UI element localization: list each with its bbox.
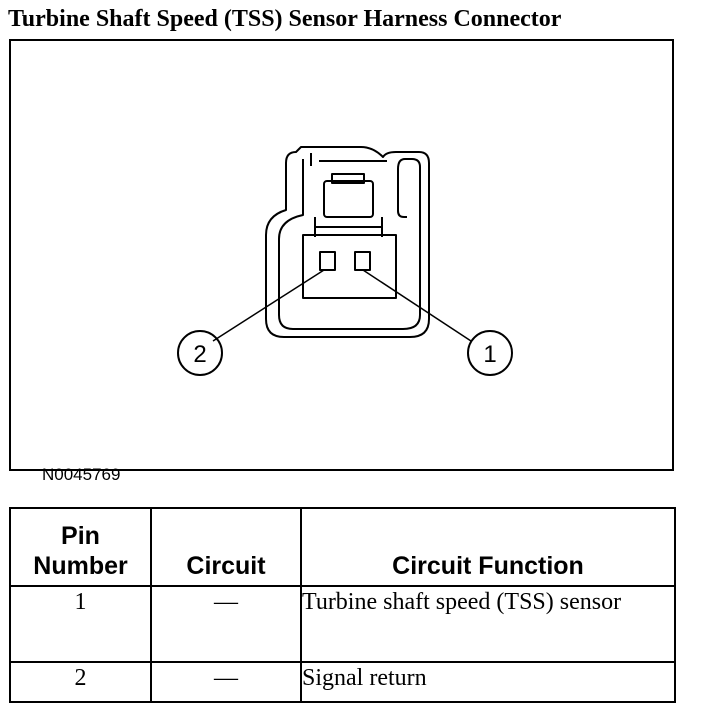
pin-2-callout-label: 2 bbox=[193, 341, 206, 368]
header-pin-number: Pin Number bbox=[9, 507, 152, 587]
connector-inner-shell bbox=[278, 158, 421, 330]
pin-1-callout-label: 1 bbox=[483, 341, 496, 368]
header-circuit-function: Circuit Function bbox=[300, 507, 676, 587]
pin-table-header: Pin Number Circuit Circuit Function bbox=[9, 507, 676, 587]
circuit-function-cell: Signal return bbox=[300, 661, 676, 703]
pin-1-terminal bbox=[354, 251, 371, 271]
pin-2-terminal bbox=[319, 251, 336, 271]
connector-latch bbox=[323, 180, 374, 218]
circuit-cell: — bbox=[150, 661, 302, 703]
pin-table: Pin Number Circuit Circuit Function 1 — … bbox=[9, 507, 676, 703]
pin-2-callout bbox=[177, 330, 223, 376]
pin-1-leader bbox=[362, 269, 472, 342]
connector-drawing: 2 1 bbox=[177, 146, 513, 376]
connector-outer-shell bbox=[265, 146, 430, 338]
circuit-cell: — bbox=[150, 585, 302, 663]
pin-number-cell: 2 bbox=[9, 661, 152, 703]
table-row: 1 — Turbine shaft speed (TSS) sensor bbox=[9, 585, 676, 663]
pin-1-callout bbox=[467, 330, 513, 376]
pin-number-cell: 1 bbox=[9, 585, 152, 663]
figure-id: N0045769 bbox=[42, 465, 121, 484]
circuit-function-cell: Turbine shaft speed (TSS) sensor bbox=[300, 585, 676, 663]
pin-cavity bbox=[302, 234, 397, 299]
header-circuit: Circuit bbox=[150, 507, 302, 587]
table-row: 2 — Signal return bbox=[9, 661, 676, 703]
connector-diagram: 2 1 N0045769 bbox=[9, 39, 674, 484]
pin-2-leader bbox=[212, 269, 325, 342]
page-title: Turbine Shaft Speed (TSS) Sensor Harness… bbox=[8, 6, 562, 32]
